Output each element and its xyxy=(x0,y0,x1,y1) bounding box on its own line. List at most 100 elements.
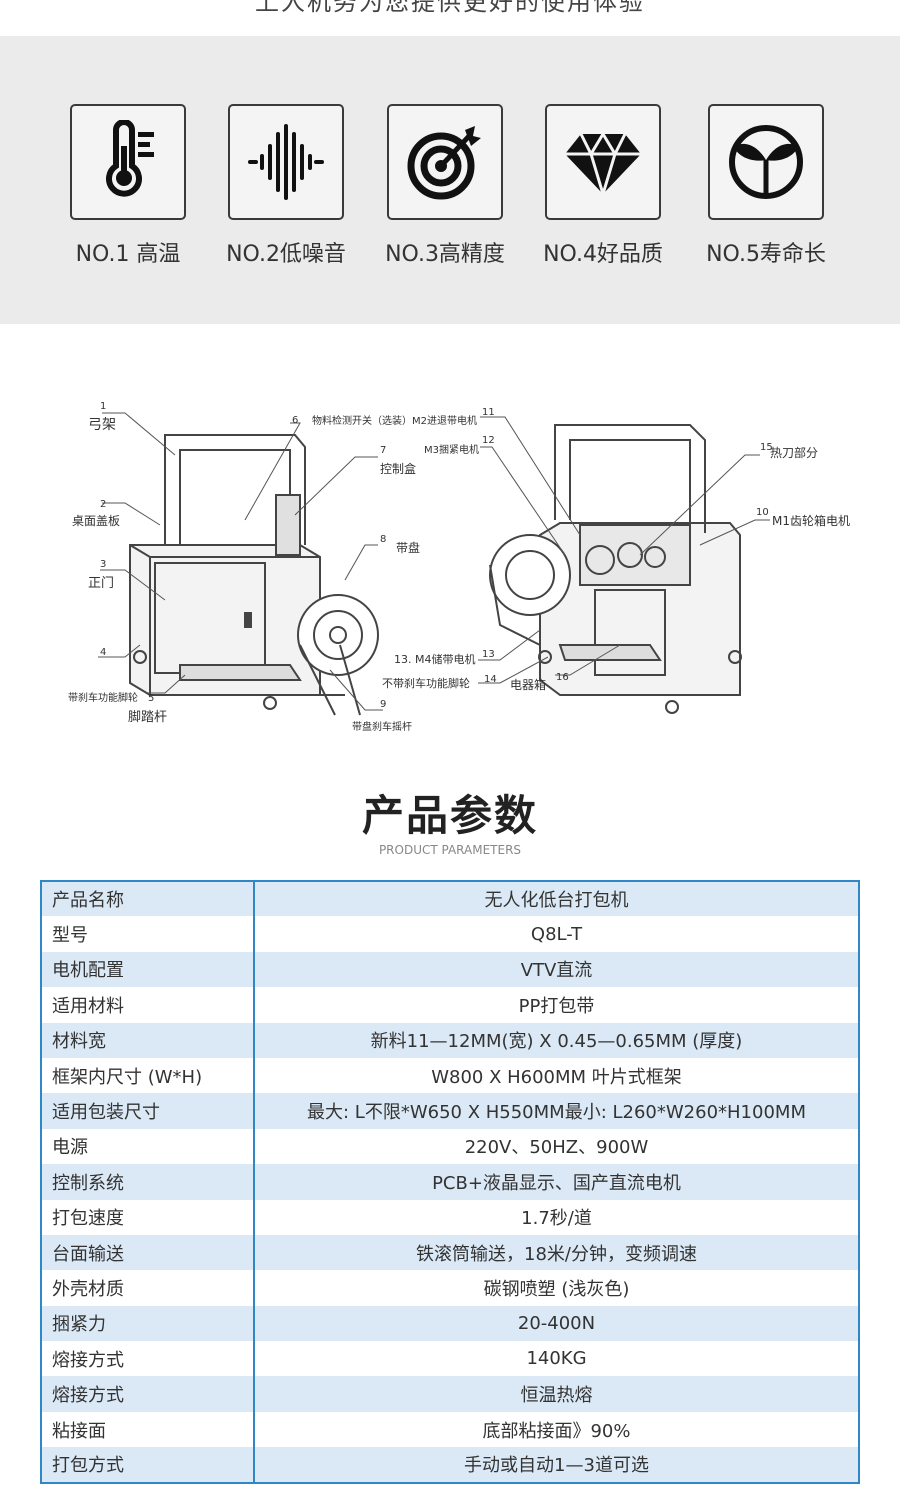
callout-number-9: 9 xyxy=(380,699,386,710)
diagram-left-labels: 1 弓架 2 桌面盖板 3 正门 4 带刹车功能脚轮 5 脚踏杆 6 物料检测开… xyxy=(68,401,420,733)
param-value: 最大: L不限*W650 X H550MM最小: L260*W260*H100M… xyxy=(254,1093,859,1129)
callout-number-15: 15 xyxy=(760,442,773,453)
feature-label-2: NO.2低噪音 xyxy=(226,242,346,267)
param-value: 底部粘接面》90% xyxy=(254,1411,859,1448)
feature-icon-box xyxy=(70,104,186,220)
top-cut-heading: 上人机务为您提供更好的使用体验 xyxy=(0,0,900,36)
feature-item-2: NO.2低噪音 xyxy=(206,104,366,268)
feature-icon-box xyxy=(545,104,661,220)
callout-number-8: 8 xyxy=(380,534,386,545)
param-key: 熔接方式 xyxy=(41,1341,255,1377)
param-value: 220V、50HZ、900W xyxy=(254,1128,859,1165)
feature-item-3: NO.3高精度 xyxy=(365,104,525,268)
feature-label-1: NO.1 高温 xyxy=(75,242,181,267)
param-key: 台面输送 xyxy=(41,1234,255,1271)
table-row: 材料宽新料11—12MM(宽) X 0.45—0.65MM (厚度) xyxy=(41,1022,859,1058)
callout-number-7: 7 xyxy=(380,445,386,456)
param-value: 恒温热熔 xyxy=(254,1376,859,1412)
feature-item-4: NO.4好品质 xyxy=(523,104,683,268)
param-value: 无人化低台打包机 xyxy=(254,881,859,917)
callout-label-10: M1齿轮箱电机 xyxy=(772,513,850,528)
feature-icon-box xyxy=(387,104,503,220)
param-value: 140KG xyxy=(254,1341,859,1377)
param-key: 电源 xyxy=(41,1128,255,1165)
features-band: NO.1 高温 NO.2低噪音 xyxy=(0,36,900,324)
param-value: W800 X H600MM 叶片式框架 xyxy=(254,1057,859,1094)
thermometer-icon xyxy=(106,120,154,197)
callout-label-5: 脚踏杆 xyxy=(128,709,167,725)
callout-number-13: 13 xyxy=(482,649,495,660)
callout-label-16: 电器箱 xyxy=(510,677,546,692)
param-key: 捆紧力 xyxy=(41,1305,255,1342)
diagram-right-labels: 11 M2进退带电机 12 M3捆紧电机 15 热刀部分 10 M1齿轮箱电机 … xyxy=(382,407,850,692)
params-title: 产品参数 xyxy=(361,791,538,840)
callout-label-12: M3捆紧电机 xyxy=(424,443,479,456)
table-row: 适用包装尺寸最大: L不限*W650 X H550MM最小: L260*W260… xyxy=(41,1093,859,1129)
machine-rear-view xyxy=(489,424,742,714)
param-key: 外壳材质 xyxy=(41,1270,255,1306)
params-subtitle: PRODUCT PARAMETERS xyxy=(378,843,522,857)
callout-label-2: 桌面盖板 xyxy=(72,514,120,528)
callout-number-3: 3 xyxy=(100,559,106,570)
param-key: 打包方式 xyxy=(41,1447,255,1483)
param-key: 框架内尺寸 (W*H) xyxy=(41,1057,255,1094)
param-value: 20-400N xyxy=(254,1305,859,1342)
table-row: 框架内尺寸 (W*H)W800 X H600MM 叶片式框架 xyxy=(41,1057,859,1094)
param-value: Q8L-T xyxy=(254,916,859,952)
callout-number-1: 1 xyxy=(100,401,106,412)
param-value: 手动或自动1—3道可选 xyxy=(254,1447,859,1483)
callout-number-10: 10 xyxy=(756,507,769,518)
feature-label-5: NO.5寿命长 xyxy=(706,242,826,267)
callout-number-6: 6 xyxy=(292,415,298,426)
callout-label-4: 带刹车功能脚轮 xyxy=(68,691,138,704)
callout-label-1: 弓架 xyxy=(88,417,116,433)
callout-label-14: 不带刹车功能脚轮 xyxy=(382,676,470,690)
param-value: 碳钢喷塑 (浅灰色) xyxy=(254,1270,859,1306)
table-row: 打包方式手动或自动1—3道可选 xyxy=(41,1447,859,1483)
param-key: 适用包装尺寸 xyxy=(41,1093,255,1129)
machine-diagram: 1 弓架 2 桌面盖板 3 正门 4 带刹车功能脚轮 5 脚踏杆 6 物料检测开… xyxy=(0,395,900,745)
param-key: 粘接面 xyxy=(41,1411,255,1448)
param-key: 型号 xyxy=(41,916,255,952)
table-row: 粘接面底部粘接面》90% xyxy=(41,1411,859,1448)
top-cut-text: 上人机务为您提供更好的使用体验 xyxy=(255,0,645,16)
feature-item-5: NO.5寿命长 xyxy=(686,104,846,268)
param-value: VTV直流 xyxy=(254,951,859,988)
callout-number-12: 12 xyxy=(482,435,495,446)
machine-diagram-svg: 1 弓架 2 桌面盖板 3 正门 4 带刹车功能脚轮 5 脚踏杆 6 物料检测开… xyxy=(68,401,850,733)
callout-number-14: 14 xyxy=(484,674,497,685)
machine-front-view xyxy=(129,434,379,716)
diagram-callout-lines xyxy=(98,412,770,711)
param-key: 产品名称 xyxy=(41,881,255,917)
callout-label-8: 带盘 xyxy=(396,540,420,555)
feature-label-4: NO.4好品质 xyxy=(543,242,663,267)
param-value: 1.7秒/道 xyxy=(254,1199,859,1235)
param-value: 铁滚筒输送，18米/分钟，变频调速 xyxy=(254,1234,859,1271)
callout-number-11: 11 xyxy=(482,407,495,418)
feature-label-3: NO.3高精度 xyxy=(385,242,505,267)
param-key: 控制系统 xyxy=(41,1164,255,1200)
table-row: 产品名称无人化低台打包机 xyxy=(41,881,859,917)
callout-label-11: M2进退带电机 xyxy=(412,414,477,427)
param-value: 新料11—12MM(宽) X 0.45—0.65MM (厚度) xyxy=(254,1022,859,1058)
feature-item-1: NO.1 高温 xyxy=(48,104,208,268)
param-value: PP打包带 xyxy=(254,987,859,1023)
callout-number-4: 4 xyxy=(100,647,106,658)
feature-icon-box xyxy=(228,104,344,220)
callout-label-6: 物料检测开关（选装） xyxy=(312,414,412,427)
param-key: 电机配置 xyxy=(41,951,255,988)
callout-number-2: 2 xyxy=(100,499,106,510)
callout-label-9: 带盘刹车摇杆 xyxy=(352,720,412,733)
callout-label-15: 热刀部分 xyxy=(770,445,818,460)
table-row: 熔接方式恒温热熔 xyxy=(41,1376,859,1412)
callout-label-7: 控制盒 xyxy=(380,461,416,476)
